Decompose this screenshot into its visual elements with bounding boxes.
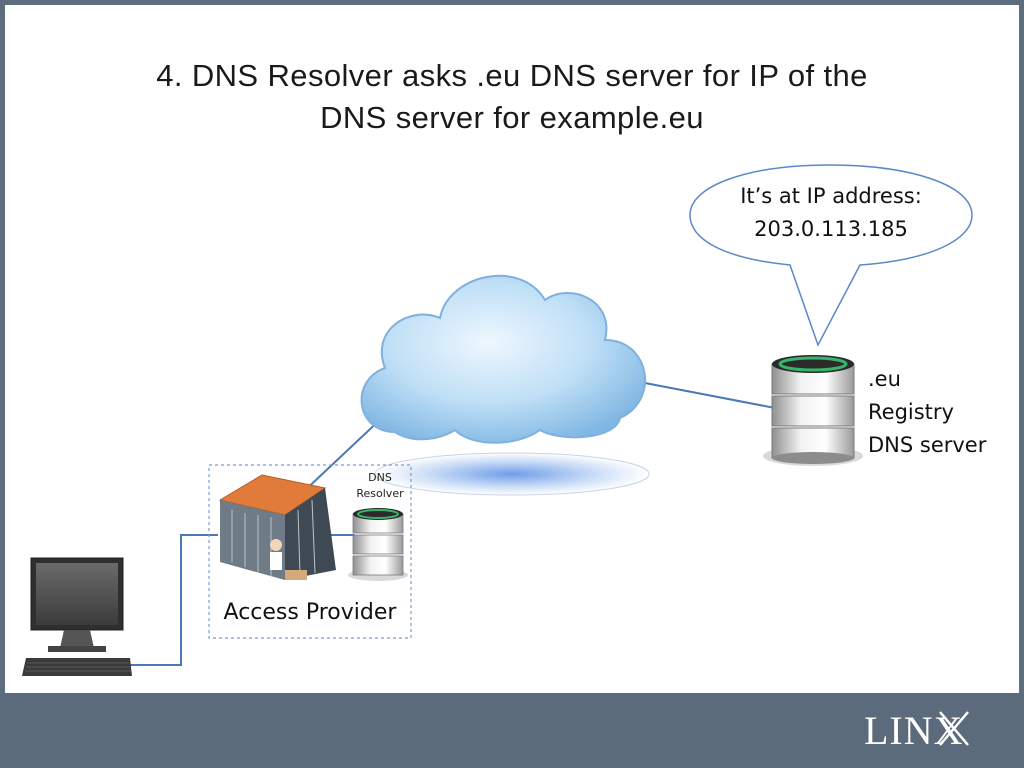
slide-title: 4. DNS Resolver asks .eu DNS server for …: [0, 55, 1024, 139]
footer-bar: [0, 693, 1024, 768]
dns-resolver-server-icon: [348, 508, 408, 581]
data-center-icon: [218, 474, 336, 580]
eu-server-label-line-3: DNS server: [868, 433, 987, 457]
speech-bubble-line-2: 203.0.113.185: [754, 217, 908, 241]
linx-logo: LINX: [864, 708, 964, 753]
access-provider-label: Access Provider: [223, 600, 397, 625]
dns-resolver-label: DNS Resolver: [350, 470, 410, 502]
provider-to-cloud-link: [299, 414, 386, 496]
eu-server-label-line-1: .eu: [868, 367, 901, 391]
eu-server-label-line-2: Registry: [868, 400, 954, 424]
desktop-computer-icon: [22, 557, 132, 676]
speech-bubble-line-1: It’s at IP address:: [740, 184, 922, 208]
cloud-shadow: [374, 452, 650, 496]
eu-dns-server-icon: [763, 355, 863, 466]
dns-resolver-label-line-2: Resolver: [356, 487, 404, 500]
dns-resolver-label-line-1: DNS: [368, 471, 392, 484]
slide-title-line-2: DNS server for example.eu: [320, 100, 704, 135]
slide-title-line-1: 4. DNS Resolver asks .eu DNS server for …: [156, 58, 868, 93]
eu-server-label: .eu Registry DNS server: [868, 363, 986, 462]
speech-bubble: [689, 164, 973, 347]
speech-bubble-text: It’s at IP address: 203.0.113.185: [696, 180, 966, 246]
access-provider-box: [208, 464, 412, 639]
cloud-to-eu-server-link: [644, 382, 776, 409]
pc-to-provider-link: [130, 534, 218, 666]
linx-logo-mark: [939, 711, 969, 746]
connection-lines: [130, 382, 776, 666]
internet-cloud-icon: [360, 274, 646, 444]
